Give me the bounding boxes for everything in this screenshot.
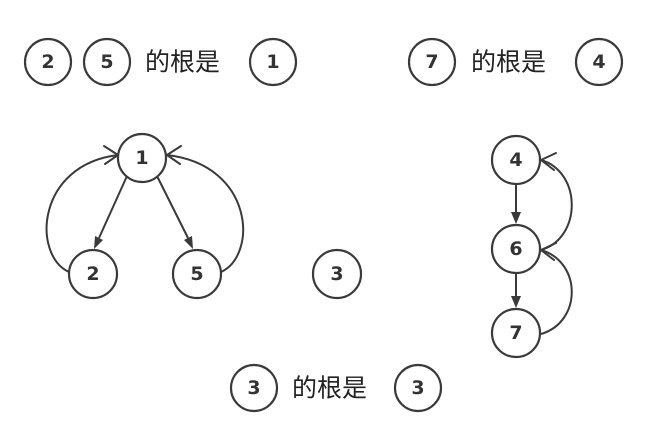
caption-3-item-label: 3 xyxy=(247,377,260,399)
caption-1-text: 的根是 xyxy=(145,48,220,77)
child-edge-1-5-arrowhead xyxy=(184,236,193,249)
caption-1-item-label: 2 xyxy=(41,51,54,73)
caption-3-item-node: 3 xyxy=(229,363,279,413)
caption-2-root-label: 4 xyxy=(592,51,605,73)
tree-node-1: 1 xyxy=(116,132,168,184)
root-pointer-5-1-arrowhead xyxy=(166,145,182,165)
tree-node-7: 7 xyxy=(490,307,542,359)
tree-node-3-label: 3 xyxy=(330,263,343,285)
child-edge-1-2 xyxy=(98,175,128,239)
caption-1-item-node: 5 xyxy=(82,37,132,87)
caption-2-root-node: 4 xyxy=(574,37,624,87)
root-pointer-6-4 xyxy=(540,159,573,251)
tree-node-6-label: 6 xyxy=(509,238,522,260)
caption-2-item-label: 7 xyxy=(425,51,438,73)
caption-3: 3 的根是 3 xyxy=(229,363,443,413)
tree-node-2-label: 2 xyxy=(86,263,99,285)
root-pointer-7-6-arrowhead xyxy=(540,242,557,261)
caption-2-item-node: 7 xyxy=(407,37,457,87)
tree-node-4: 4 xyxy=(490,134,542,186)
tree-node-4-label: 4 xyxy=(509,149,522,171)
caption-3-root-node: 3 xyxy=(393,363,443,413)
caption-1-root-node: 1 xyxy=(248,37,298,87)
root-pointer-2-1 xyxy=(45,154,119,273)
caption-1-root-label: 1 xyxy=(266,51,279,73)
child-edge-1-2-arrowhead xyxy=(94,236,103,249)
child-edge-4-6-arrowhead xyxy=(511,212,521,224)
caption-1-item-node: 2 xyxy=(23,37,73,87)
tree-node-3: 3 xyxy=(311,248,363,300)
root-pointer-7-6 xyxy=(540,249,573,335)
tree-node-6: 6 xyxy=(490,223,542,275)
caption-1-item-label: 5 xyxy=(100,51,113,73)
tree-3: 4 6 7 xyxy=(490,134,573,359)
tree-2: 3 xyxy=(311,248,363,300)
caption-3-text: 的根是 xyxy=(292,374,367,403)
tree-node-5: 5 xyxy=(171,248,223,300)
tree-node-1-label: 1 xyxy=(135,147,148,169)
tree-node-5-label: 5 xyxy=(190,263,203,285)
caption-1: 2 5 的根是 1 xyxy=(23,37,298,87)
root-pointer-5-1 xyxy=(166,154,245,273)
tree-node-7-label: 7 xyxy=(509,322,522,344)
caption-2-text: 的根是 xyxy=(471,48,546,77)
child-edge-1-5 xyxy=(156,175,189,239)
child-edge-6-7-arrowhead xyxy=(511,296,521,308)
tree-1: 1 2 5 xyxy=(45,132,245,300)
tree-node-2: 2 xyxy=(67,248,119,300)
caption-3-root-label: 3 xyxy=(411,377,424,399)
caption-2: 7 的根是 4 xyxy=(407,37,624,87)
